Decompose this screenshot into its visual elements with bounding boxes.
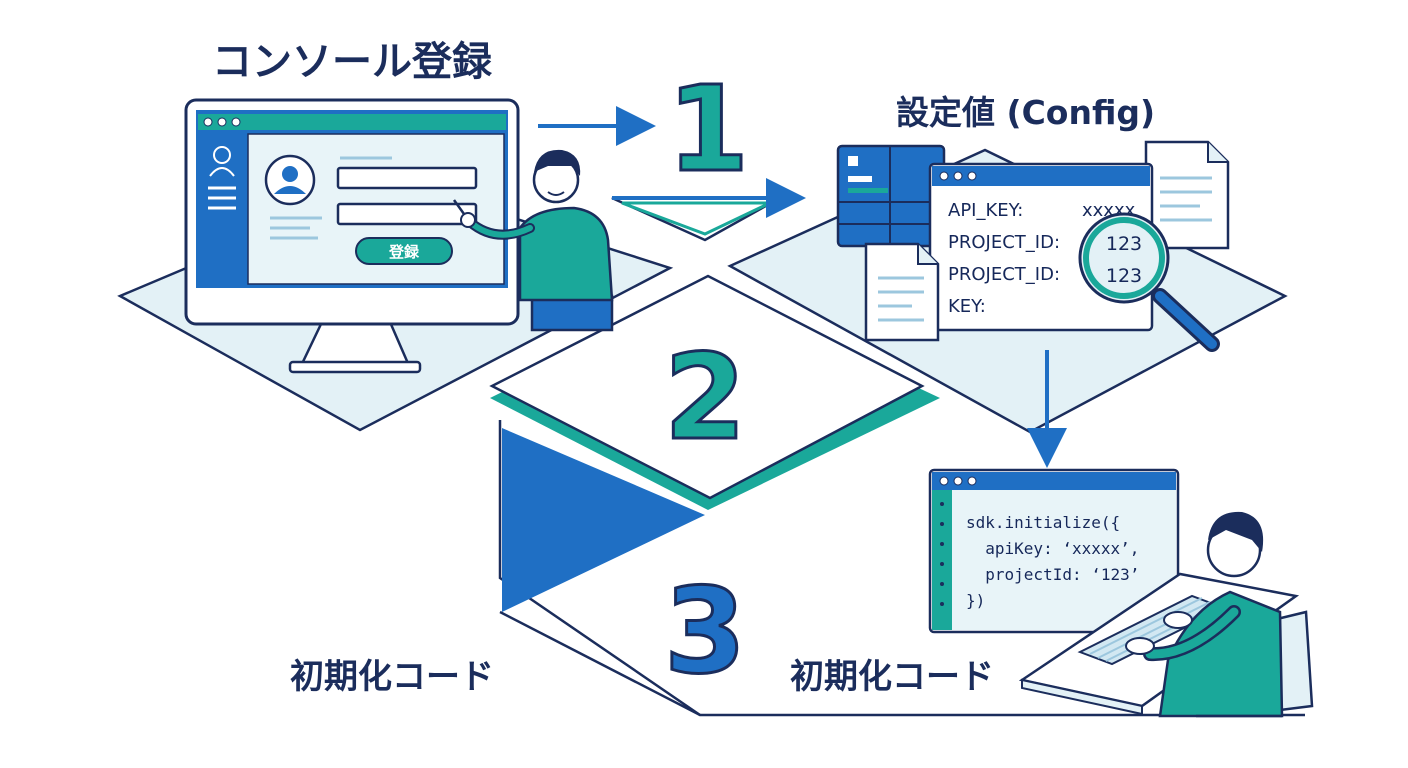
init-code-label-right: 初期化コード — [790, 657, 994, 697]
step-number-2: 2 — [664, 328, 746, 466]
window-dot-icon — [967, 476, 977, 486]
window-dot-icon — [203, 117, 213, 127]
register-button-label: 登録 — [388, 243, 420, 261]
window-dot-icon — [967, 171, 977, 181]
magnifier-icon: 123 123 — [1078, 212, 1220, 352]
code-window: sdk.initialize({ apiKey: ‘xxxxx’, projec… — [928, 468, 1180, 634]
person-pointing — [452, 149, 614, 332]
config-key: PROJECT_ID: — [948, 264, 1060, 285]
document-icon — [864, 242, 940, 342]
config-title: 設定値 (Config) — [896, 93, 1155, 132]
code-line: sdk.initialize({ — [966, 513, 1120, 532]
step-number-1: 1 — [667, 60, 749, 198]
window-dot-icon — [217, 117, 227, 127]
code-line: projectId: ‘123’ — [966, 565, 1139, 584]
code-line: apiKey: ‘xxxxx’, — [966, 539, 1139, 558]
config-key: API_KEY: — [948, 200, 1023, 221]
username-field[interactable] — [336, 166, 478, 190]
register-button[interactable]: 登録 — [355, 237, 453, 265]
password-field[interactable] — [336, 202, 478, 226]
config-key: PROJECT_ID: — [948, 232, 1060, 253]
step-number-3: 3 — [664, 562, 746, 700]
platform-step-3 — [498, 420, 1305, 717]
console-title: コンソール登録 — [212, 39, 493, 85]
person-typing — [1018, 511, 1314, 718]
init-code-label-left: 初期化コード — [290, 657, 494, 697]
window-dot-icon — [231, 117, 241, 127]
window-dot-icon — [939, 171, 949, 181]
config-key: KEY: — [948, 296, 986, 317]
sidebar-panel — [836, 144, 946, 248]
platform-step-2 — [489, 274, 940, 510]
sidebar-user-icon — [209, 146, 235, 177]
window-dot-icon — [953, 171, 963, 181]
window-dot-icon — [939, 476, 949, 486]
code-line: }) — [966, 591, 985, 610]
monitor: 登録 — [184, 98, 520, 374]
config-value: 123 — [1106, 265, 1142, 287]
config-value: 123 — [1106, 233, 1142, 255]
avatar-icon — [264, 154, 316, 206]
window-dot-icon — [953, 476, 963, 486]
funnel-shape — [611, 196, 785, 242]
